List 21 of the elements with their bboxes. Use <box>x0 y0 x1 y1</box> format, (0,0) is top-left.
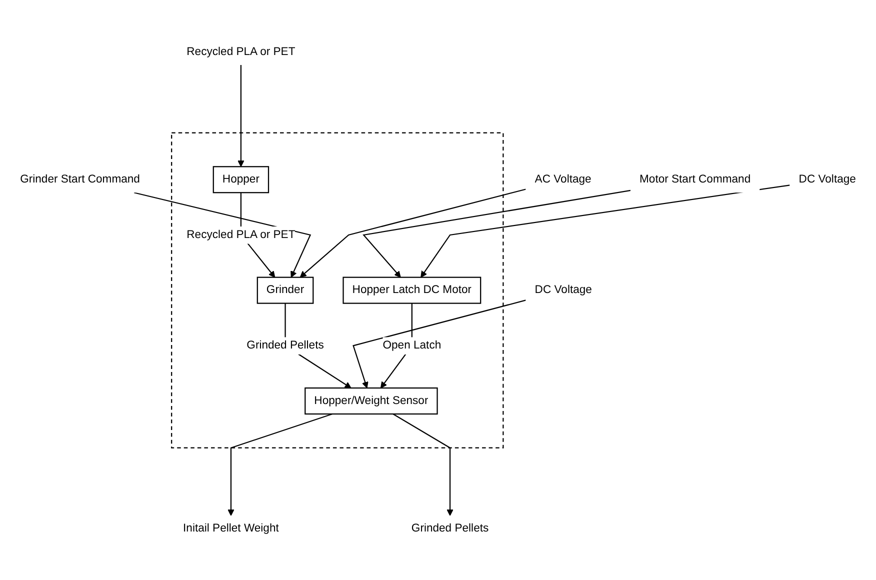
node-box: Hopper/Weight Sensor <box>304 387 438 414</box>
arrow <box>238 64 244 167</box>
arrow <box>362 190 631 278</box>
node-text: Recycled PLA or PET <box>186 44 296 58</box>
arrow <box>420 184 790 278</box>
cluster <box>171 132 504 448</box>
edge-label: Open Latch <box>382 338 442 352</box>
node-text: Grinder Start Command <box>20 172 140 186</box>
node-text: Initail Pellet Weight <box>183 521 279 534</box>
node-text: Grinded Pellets <box>411 521 489 534</box>
arrow <box>392 413 454 516</box>
node-text: DC Voltage <box>534 283 592 296</box>
node-box: Hopper <box>212 166 270 193</box>
arrow <box>228 413 333 516</box>
node-box: Hopper Latch DC Motor <box>342 276 482 304</box>
node-box: Grinder <box>256 276 314 304</box>
edge-label: Recycled PLA or PET <box>186 228 296 240</box>
edge-label: Grinded Pellets <box>246 338 324 352</box>
node-text: DC Voltage <box>798 172 856 186</box>
arrow <box>300 188 526 278</box>
node-text: AC Voltage <box>534 172 592 186</box>
